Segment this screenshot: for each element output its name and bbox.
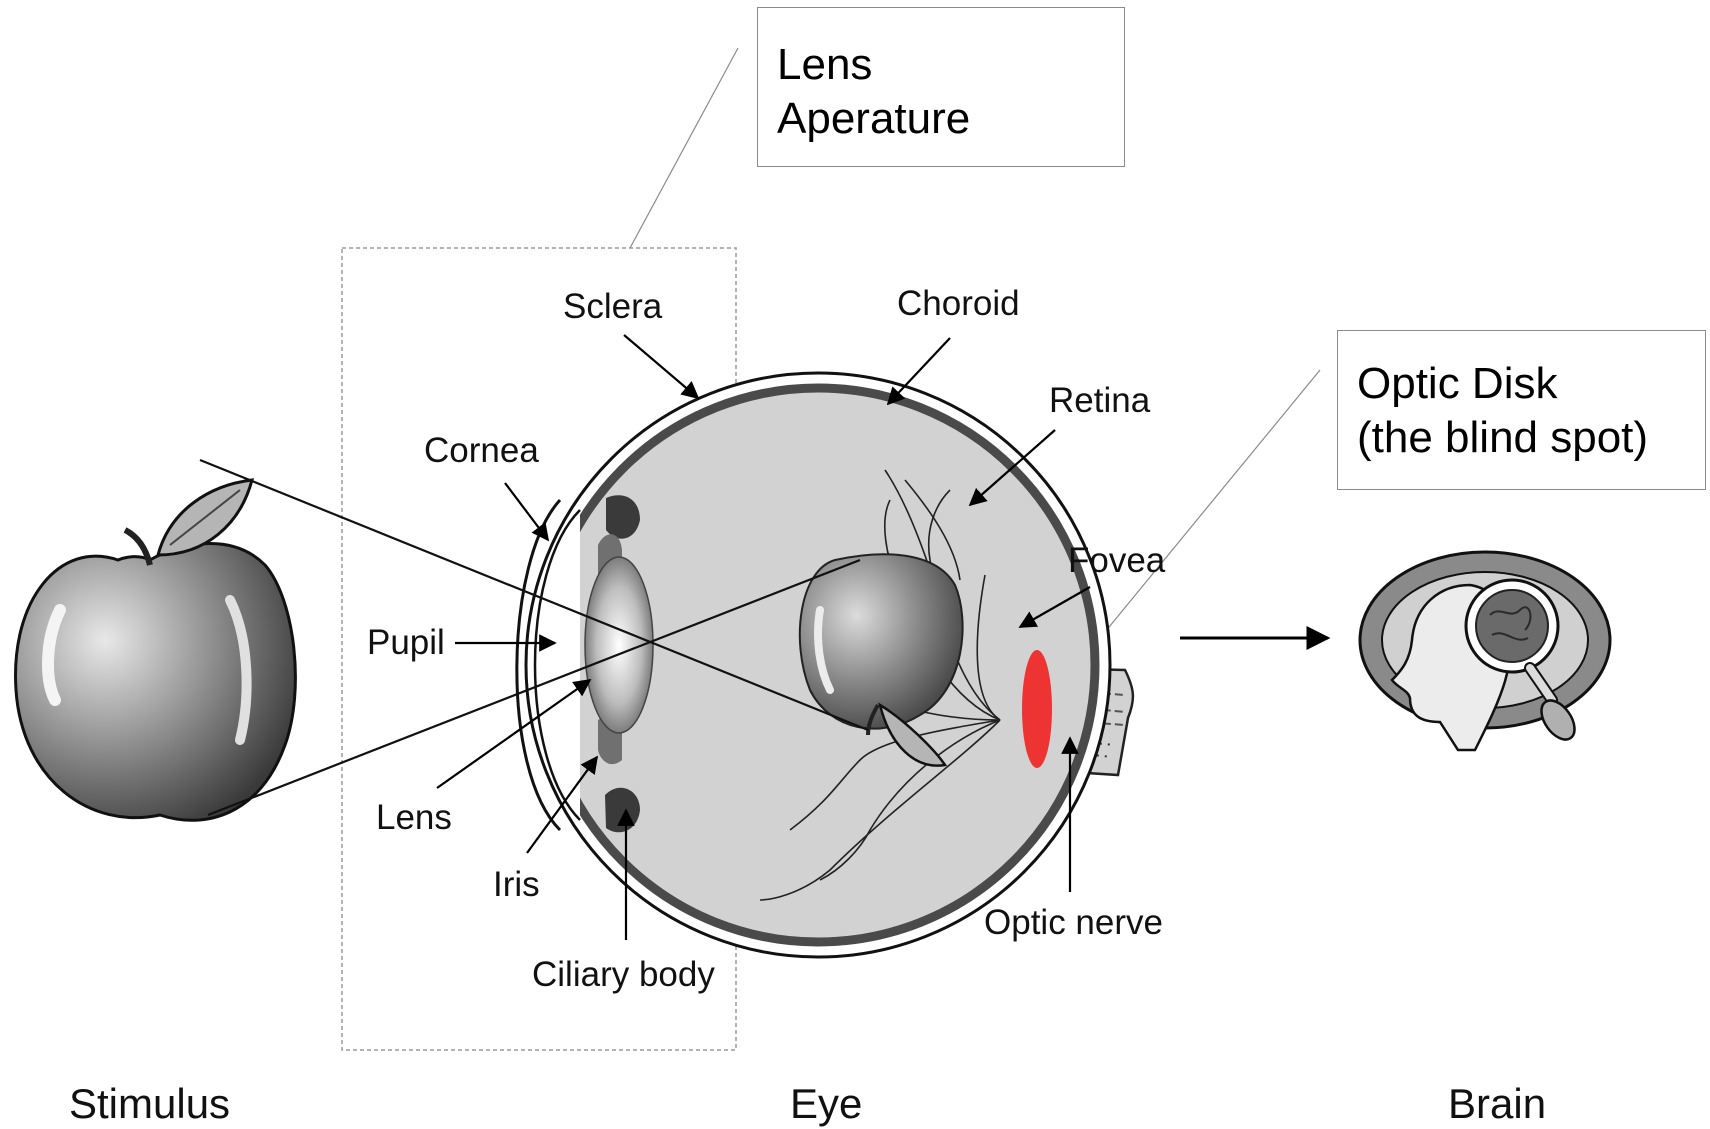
lens-aperture-line1: Lens bbox=[777, 38, 1124, 92]
label-choroid: Choroid bbox=[897, 284, 1020, 323]
section-brain: Brain bbox=[1448, 1080, 1546, 1127]
cornea-arrow bbox=[505, 483, 548, 540]
label-optic-nerve: Optic nerve bbox=[984, 903, 1163, 942]
lens-aperture-leader bbox=[630, 48, 738, 248]
label-iris: Iris bbox=[493, 865, 540, 904]
lens-aperture-line2: Aperature bbox=[777, 92, 1124, 146]
eye-cross-section bbox=[517, 373, 1133, 957]
lens-aperture-callout: Lens Aperature bbox=[757, 7, 1125, 167]
label-sclera: Sclera bbox=[563, 287, 663, 326]
label-lens: Lens bbox=[376, 798, 452, 837]
sclera-arrow bbox=[624, 335, 698, 398]
label-cornea: Cornea bbox=[424, 431, 539, 470]
optic-disk-marker bbox=[1022, 650, 1052, 768]
label-ciliary-body: Ciliary body bbox=[532, 955, 715, 994]
optic-disk-line2: (the blind spot) bbox=[1357, 411, 1705, 465]
section-eye: Eye bbox=[790, 1080, 862, 1127]
section-stimulus: Stimulus bbox=[69, 1080, 230, 1127]
label-fovea: Fovea bbox=[1068, 541, 1166, 580]
brain-head-icon bbox=[1360, 552, 1610, 750]
apple-stimulus bbox=[16, 480, 296, 820]
optic-disk-line1: Optic Disk bbox=[1357, 357, 1705, 411]
label-pupil: Pupil bbox=[367, 623, 445, 662]
label-retina: Retina bbox=[1049, 381, 1151, 420]
optic-disk-callout: Optic Disk (the blind spot) bbox=[1337, 330, 1706, 490]
